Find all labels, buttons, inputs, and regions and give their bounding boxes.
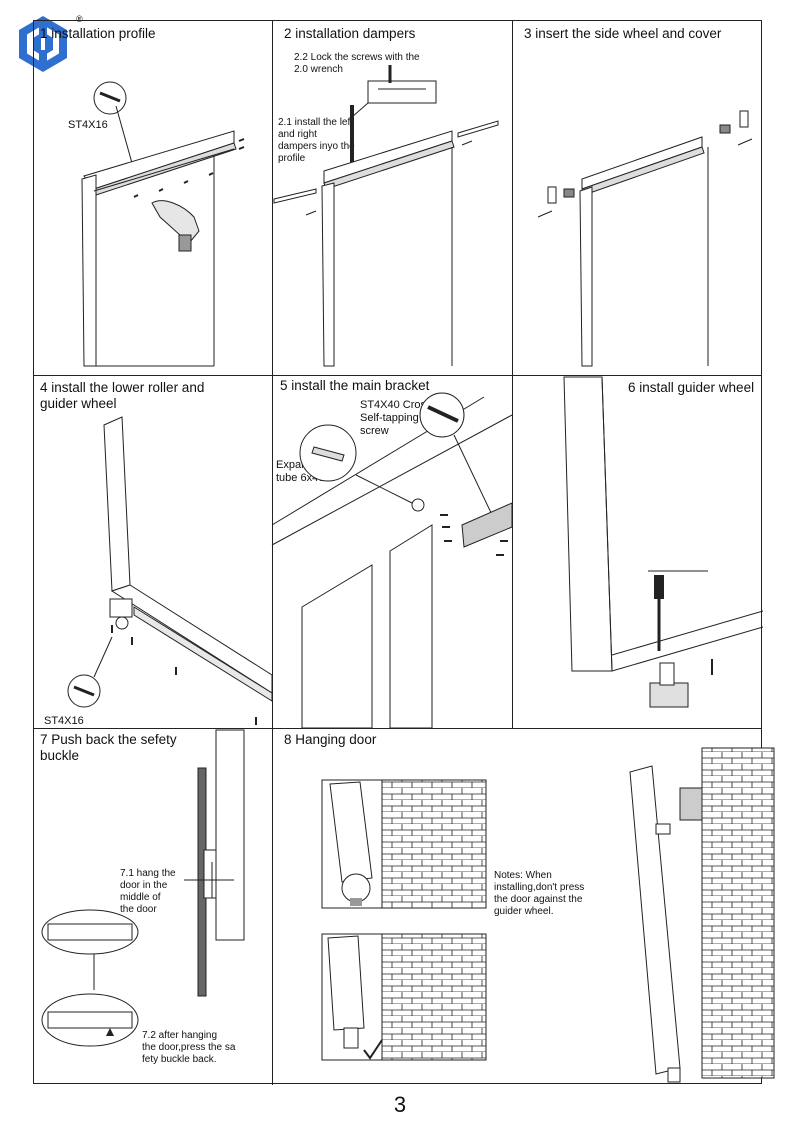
row-divider — [34, 375, 761, 376]
screw-label: ST4X16 — [68, 119, 108, 131]
step-2-panel: 2 installation dampers 2.2 Lock the scre… — [272, 21, 512, 375]
col-divider — [272, 21, 273, 1085]
instruction-grid: 1 installation profile ST4X16 2 installa… — [33, 20, 775, 1085]
install-note: 2.1 install the left and right dampers i… — [278, 117, 355, 164]
registered-mark: ® — [76, 14, 83, 24]
step-6-illustration — [563, 376, 764, 708]
step-title: 1 installation profile — [40, 26, 156, 41]
step-5-panel: 5 install the main bracket ST4X40 Cross … — [271, 375, 513, 729]
step-7-panel: 7 Push back the sefety buckle 7.1 hang t… — [34, 728, 272, 1085]
step-8-illustration — [321, 747, 775, 1083]
step-4-panel: 4 install the lower roller and guider wh… — [34, 375, 273, 728]
step-6-panel: 6 install guider wheel — [512, 375, 764, 728]
step-7-illustration — [41, 729, 245, 1047]
step-1-panel: 1 installation profile ST4X16 — [34, 21, 272, 375]
step-2-illustration — [273, 65, 499, 367]
step-3-panel: 3 insert the side wheel and cover — [512, 21, 763, 375]
step-title: 6 install guider wheel — [628, 380, 755, 395]
col-divider — [512, 21, 513, 728]
step-title: 7 Push back the sefety buckle — [40, 732, 177, 763]
screw-label: ST4X16 — [44, 715, 84, 727]
step-4-illustration — [67, 416, 273, 725]
step-title: 3 insert the side wheel and cover — [524, 26, 722, 41]
press-note: 7.2 after hanging the door,press the sa … — [142, 1030, 236, 1065]
hang-note: 7.1 hang the door in the middle of the d… — [120, 868, 176, 915]
step-title: 2 installation dampers — [284, 26, 416, 41]
step-5-illustration — [271, 392, 513, 729]
step-title: 8 Hanging door — [284, 732, 377, 747]
step-title: 4 install the lower roller and guider wh… — [40, 380, 205, 411]
screw-note: ST4X40 Cross Self-tapping screw — [360, 399, 432, 437]
lock-note: 2.2 Lock the screws with the 2.0 wrench — [294, 52, 420, 75]
step-8-panel: 8 Hanging door Notes: When installing,do… — [272, 728, 775, 1085]
notes-text: Notes: When installing,don't press the d… — [494, 870, 585, 917]
step-title: 5 install the main bracket — [280, 378, 430, 393]
step-1-illustration — [81, 81, 245, 367]
page-number: 3 — [393, 1092, 407, 1117]
hexagon-logo-icon — [19, 16, 67, 72]
brand-logo: ® — [14, 12, 83, 76]
step-3-illustration — [537, 110, 753, 367]
